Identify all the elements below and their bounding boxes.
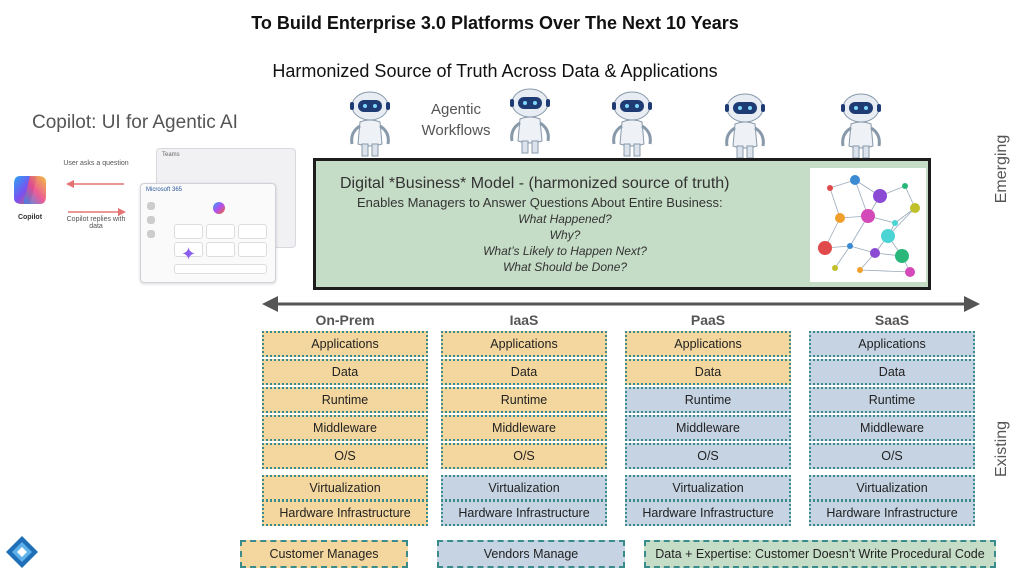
layer-cell: Runtime xyxy=(441,387,607,413)
reply-caption: Copilot replies with data xyxy=(66,216,126,230)
robot-icon xyxy=(604,88,660,163)
layer-cell: O/S xyxy=(625,443,791,469)
layer-cell: Hardware Infrastructure xyxy=(262,500,428,526)
layer-cell: Runtime xyxy=(625,387,791,413)
company-logo-icon xyxy=(4,534,40,570)
agentic-workflows-label: Agentic Workflows xyxy=(421,101,491,139)
layer-cell: Applications xyxy=(262,331,428,357)
page-subtitle: Harmonized Source of Truth Across Data &… xyxy=(272,61,718,81)
layer-cell: Virtualization xyxy=(441,475,607,501)
robot-icon xyxy=(502,85,558,160)
legend-customer: Customer Manages xyxy=(240,540,408,568)
question-3: What’s Likely to Happen Next? xyxy=(483,244,647,258)
layer-cell: Data xyxy=(262,359,428,385)
legend-data-expertise: Data + Expertise: Customer Doesn’t Write… xyxy=(644,540,996,568)
layer-cell: Middleware xyxy=(625,415,791,441)
column-header: IaaS xyxy=(509,312,539,328)
column-header: SaaS xyxy=(874,312,910,328)
layer-cell: Applications xyxy=(809,331,975,357)
network-graph-image xyxy=(810,168,926,282)
layer-cell: Hardware Infrastructure xyxy=(809,500,975,526)
m365-window-title: Microsoft 365 xyxy=(146,187,183,193)
layer-cell: Middleware xyxy=(809,415,975,441)
robot-icon xyxy=(833,90,889,165)
business-model-title: Digital *Business* Model - (harmonized s… xyxy=(340,175,730,192)
layer-cell: Data xyxy=(809,359,975,385)
robot-icon xyxy=(342,88,398,163)
question-4: What Should be Done? xyxy=(502,260,628,274)
existing-label: Existing xyxy=(993,420,1010,478)
question-2: Why? xyxy=(549,228,581,242)
emerging-label: Emerging xyxy=(993,134,1010,204)
layer-cell: Runtime xyxy=(809,387,975,413)
copilot-mini-icon xyxy=(213,202,225,214)
business-model-subtitle: Enables Managers to Answer Questions Abo… xyxy=(357,195,723,210)
layer-cell: Hardware Infrastructure xyxy=(441,500,607,526)
layer-cell: Middleware xyxy=(441,415,607,441)
copilot-app-label: Copilot xyxy=(17,214,43,221)
m365-window: Microsoft 365 ✦ xyxy=(140,183,276,283)
robot-icon xyxy=(717,90,773,165)
layer-cell: Middleware xyxy=(262,415,428,441)
layer-cell: Virtualization xyxy=(262,475,428,501)
legend-vendor: Vendors Manage xyxy=(437,540,625,568)
column-header: On-Prem xyxy=(315,312,375,328)
column-header: PaaS xyxy=(690,312,726,328)
copilot-heading: Copilot: UI for Agentic AI xyxy=(32,112,238,133)
question-1: What Happened? xyxy=(518,212,612,226)
teams-window-title: Teams xyxy=(162,152,180,158)
layer-cell: O/S xyxy=(262,443,428,469)
layer-cell: Hardware Infrastructure xyxy=(625,500,791,526)
layer-cell: Applications xyxy=(441,331,607,357)
sparkle-icon: ✦ xyxy=(181,244,197,264)
layer-cell: Runtime xyxy=(262,387,428,413)
copilot-logo-icon xyxy=(10,170,50,210)
layer-cell: Data xyxy=(441,359,607,385)
ask-caption: User asks a question xyxy=(63,160,129,167)
reply-arrow xyxy=(66,204,126,222)
page-title: To Build Enterprise 3.0 Platforms Over T… xyxy=(251,13,739,33)
layer-cell: Virtualization xyxy=(809,475,975,501)
layer-cell: Data xyxy=(625,359,791,385)
spectrum-arrow xyxy=(262,294,980,319)
layer-cell: O/S xyxy=(809,443,975,469)
ask-arrow xyxy=(66,176,126,194)
layer-cell: Applications xyxy=(625,331,791,357)
layer-cell: O/S xyxy=(441,443,607,469)
layer-cell: Virtualization xyxy=(625,475,791,501)
